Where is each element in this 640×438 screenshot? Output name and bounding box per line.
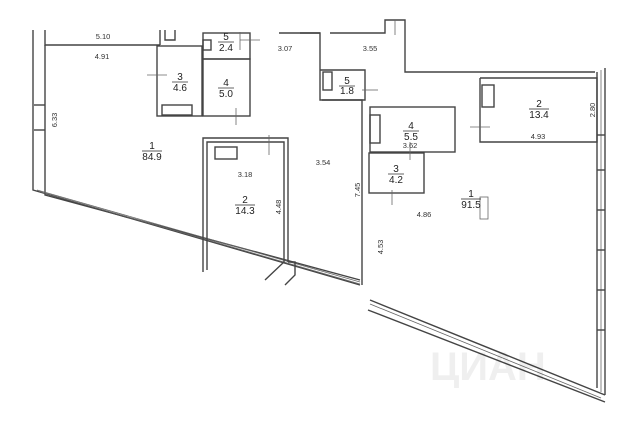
dimension: 7.45 [353, 183, 362, 198]
room-number: 3 [393, 164, 399, 175]
right-unit-walls [300, 19, 606, 403]
left-unit-labels: 1 84.9 2 14.3 3 4.6 4 5.0 5 2.4 5.10 4.9… [50, 32, 330, 217]
dimension: 3.54 [316, 158, 331, 167]
room-number: 4 [223, 78, 229, 89]
dimension: 3.55 [363, 44, 378, 53]
right-unit-labels: 1 91.5 2 13.4 3 4.2 4 5.5 5 1.8 3.55 2.8… [339, 44, 597, 254]
room-area: 5.0 [219, 89, 233, 100]
dimension: 4.86 [417, 210, 432, 219]
dimension: 5.10 [96, 32, 111, 41]
room-area: 84.9 [142, 152, 162, 163]
dimension: 4.53 [376, 240, 385, 255]
left-unit-walls [32, 30, 363, 286]
room-area: 4.2 [389, 175, 403, 186]
dimension: 3.62 [403, 141, 418, 150]
dimension: 6.33 [50, 113, 59, 128]
door-marks [147, 20, 490, 205]
room-number: 1 [149, 141, 155, 152]
room-area: 1.8 [340, 86, 354, 97]
room-area: 91.5 [461, 200, 481, 211]
room-area: 13.4 [529, 110, 549, 121]
room-number: 5 [344, 76, 350, 87]
room-number: 4 [408, 121, 414, 132]
watermark: ЦИАН [430, 345, 546, 389]
dimension: 2.80 [588, 103, 597, 118]
room-area: 5.5 [404, 132, 418, 143]
dimension: 4.48 [274, 200, 283, 215]
room-number: 2 [536, 99, 542, 110]
dimension: 4.93 [531, 132, 546, 141]
room-number: 3 [177, 72, 183, 83]
room-area: 4.6 [173, 83, 187, 94]
room-number: 2 [242, 195, 248, 206]
dimension: 3.18 [238, 170, 253, 179]
dimension: 4.91 [95, 52, 110, 61]
room-number: 1 [468, 189, 474, 200]
dimension: 3.07 [278, 44, 293, 53]
room-area: 14.3 [235, 206, 255, 217]
room-area: 2.4 [219, 43, 233, 54]
room-number: 5 [223, 32, 229, 43]
